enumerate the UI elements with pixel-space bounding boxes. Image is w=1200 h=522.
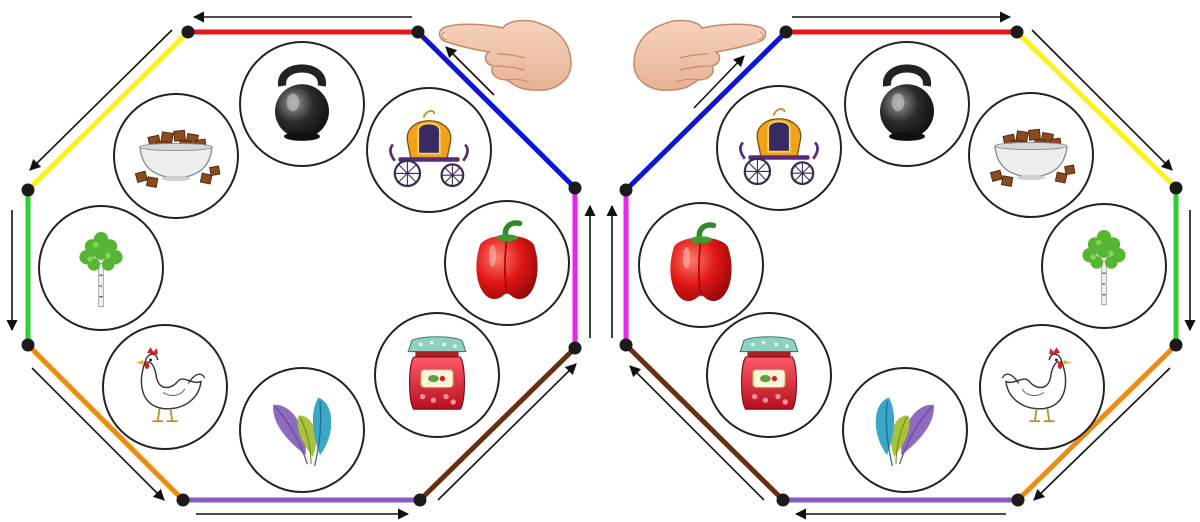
left-node[interactable]: [414, 494, 427, 507]
left-node[interactable]: [182, 26, 195, 39]
left-node[interactable]: [569, 342, 582, 355]
right-node[interactable]: [1012, 494, 1025, 507]
right-node[interactable]: [620, 184, 633, 197]
pointing-hand-icon: [634, 21, 765, 91]
right-node[interactable]: [780, 26, 793, 39]
right-node[interactable]: [620, 339, 633, 352]
left-node[interactable]: [569, 182, 582, 195]
right-node[interactable]: [1170, 339, 1183, 352]
left-node[interactable]: [412, 26, 425, 39]
left-node[interactable]: [177, 494, 190, 507]
left-node[interactable]: [22, 184, 35, 197]
right-puzzle: [612, 17, 1190, 514]
pointing-hand-icon: [440, 21, 571, 91]
right-node[interactable]: [777, 494, 790, 507]
jam-jar-icon: [740, 337, 798, 409]
jam-jar-icon: [408, 337, 466, 409]
right-node[interactable]: [1170, 182, 1183, 195]
left-node[interactable]: [22, 339, 35, 352]
right-node[interactable]: [1011, 26, 1024, 39]
left-puzzle: [12, 17, 590, 514]
